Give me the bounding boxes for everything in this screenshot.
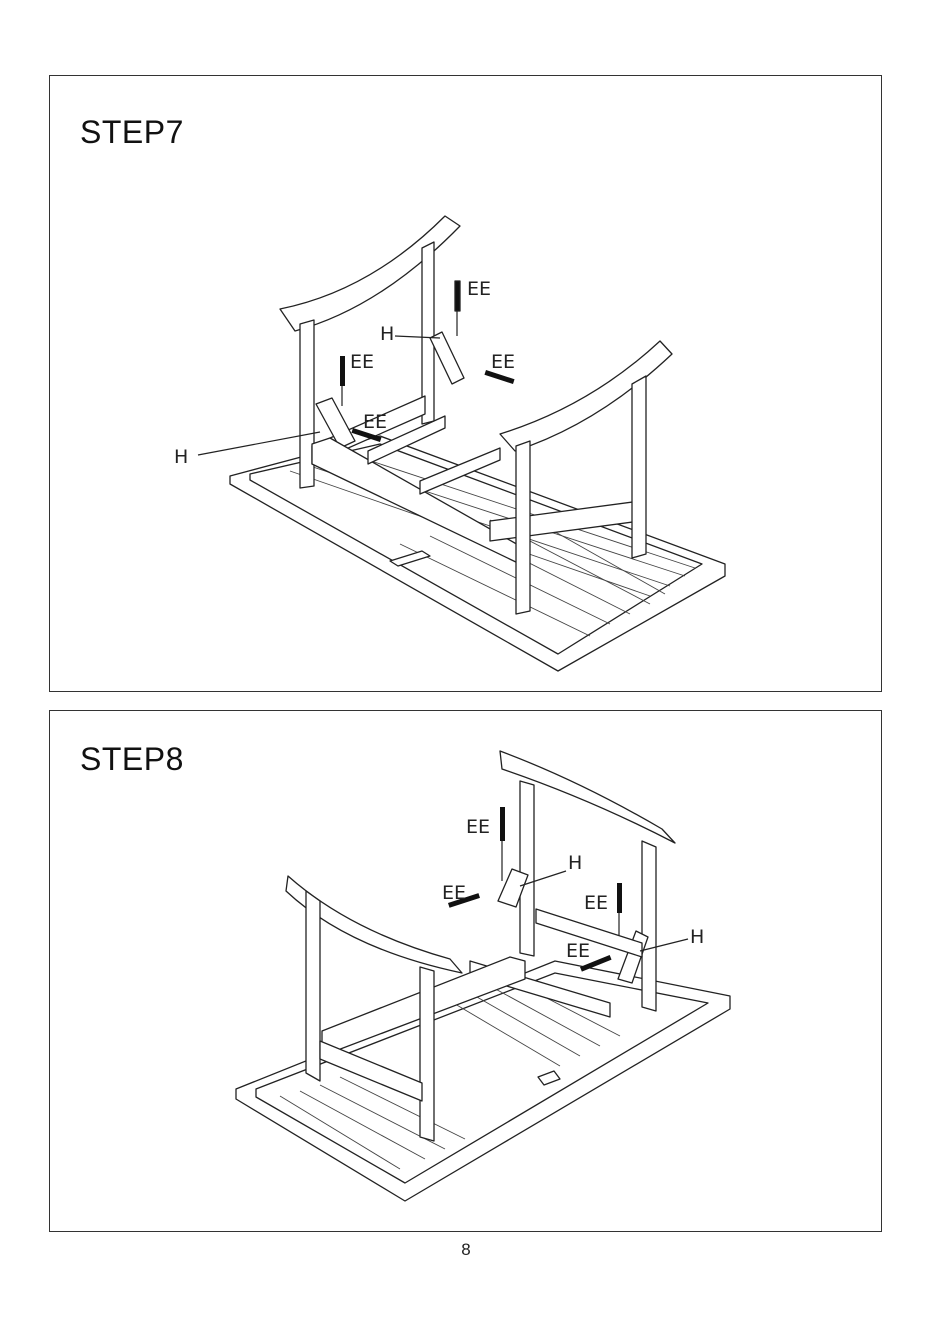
right-leg-back	[632, 376, 646, 558]
callout-h: H	[380, 323, 394, 345]
callout-ee: EE	[350, 351, 374, 373]
callout-h: H	[174, 446, 188, 468]
bolt-icon	[340, 356, 345, 386]
callout-ee: EE	[363, 411, 387, 433]
callout-ee: EE	[491, 351, 515, 373]
step7-panel: STEP7	[49, 75, 882, 692]
bolt-icon	[617, 883, 622, 913]
callout-ee: EE	[584, 892, 608, 914]
callout-ee: EE	[467, 278, 491, 300]
front-leg-left	[306, 891, 320, 1081]
step7-assembly-illustration: EE H EE EE EE H	[50, 76, 883, 693]
step8-panel: STEP8	[49, 710, 882, 1232]
callout-ee: EE	[466, 816, 490, 838]
front-leg-right	[420, 967, 434, 1141]
rear-leg-left	[520, 781, 534, 956]
callout-h: H	[568, 852, 582, 874]
callout-ee: EE	[566, 940, 590, 962]
callout-ee: EE	[442, 882, 466, 904]
bolt-icon	[455, 281, 460, 311]
bolt-icon	[500, 807, 505, 841]
brace-h-right	[430, 332, 464, 384]
right-leg-front	[516, 441, 530, 614]
rear-leg-right	[642, 841, 656, 1011]
callout-h: H	[690, 926, 704, 948]
page-number: 8	[0, 1240, 932, 1260]
step8-assembly-illustration: EE H EE EE H EE	[50, 711, 883, 1233]
